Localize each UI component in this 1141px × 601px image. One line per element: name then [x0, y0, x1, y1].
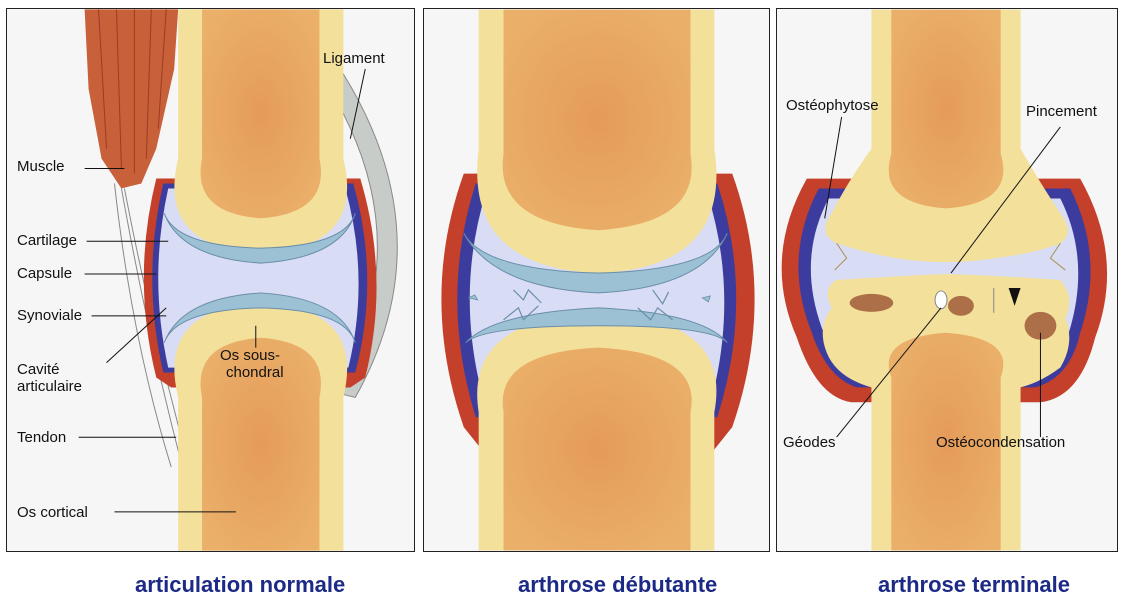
label-muscle: Muscle: [17, 158, 65, 175]
label-capsule: Capsule: [17, 265, 72, 282]
label-synoviale: Synoviale: [17, 307, 82, 324]
label-cavite-line2: articulaire: [17, 378, 82, 395]
caption-normal: articulation normale: [135, 572, 345, 598]
caption-terminal: arthrose terminale: [878, 572, 1070, 598]
label-os-cortical: Os cortical: [17, 504, 88, 521]
label-geodes: Géodes: [783, 434, 836, 451]
panel-terminal-arthrosis: [776, 8, 1118, 552]
label-cavite-line1: Cavité: [17, 361, 60, 378]
label-osteocondensation: Ostéocondensation: [936, 434, 1065, 451]
geode-2: [948, 296, 974, 316]
label-os-sous-line2: chondral: [226, 364, 284, 381]
label-os-sous-line1: Os sous-: [220, 347, 280, 364]
label-ligament: Ligament: [323, 50, 385, 67]
label-osteophytose: Ostéophytose: [786, 97, 879, 114]
caption-early: arthrose débutante: [518, 572, 717, 598]
geode-1: [850, 294, 894, 312]
panel-early-arthrosis: [423, 8, 770, 552]
label-pincement: Pincement: [1026, 103, 1097, 120]
label-cartilage: Cartilage: [17, 232, 77, 249]
label-tendon: Tendon: [17, 429, 66, 446]
